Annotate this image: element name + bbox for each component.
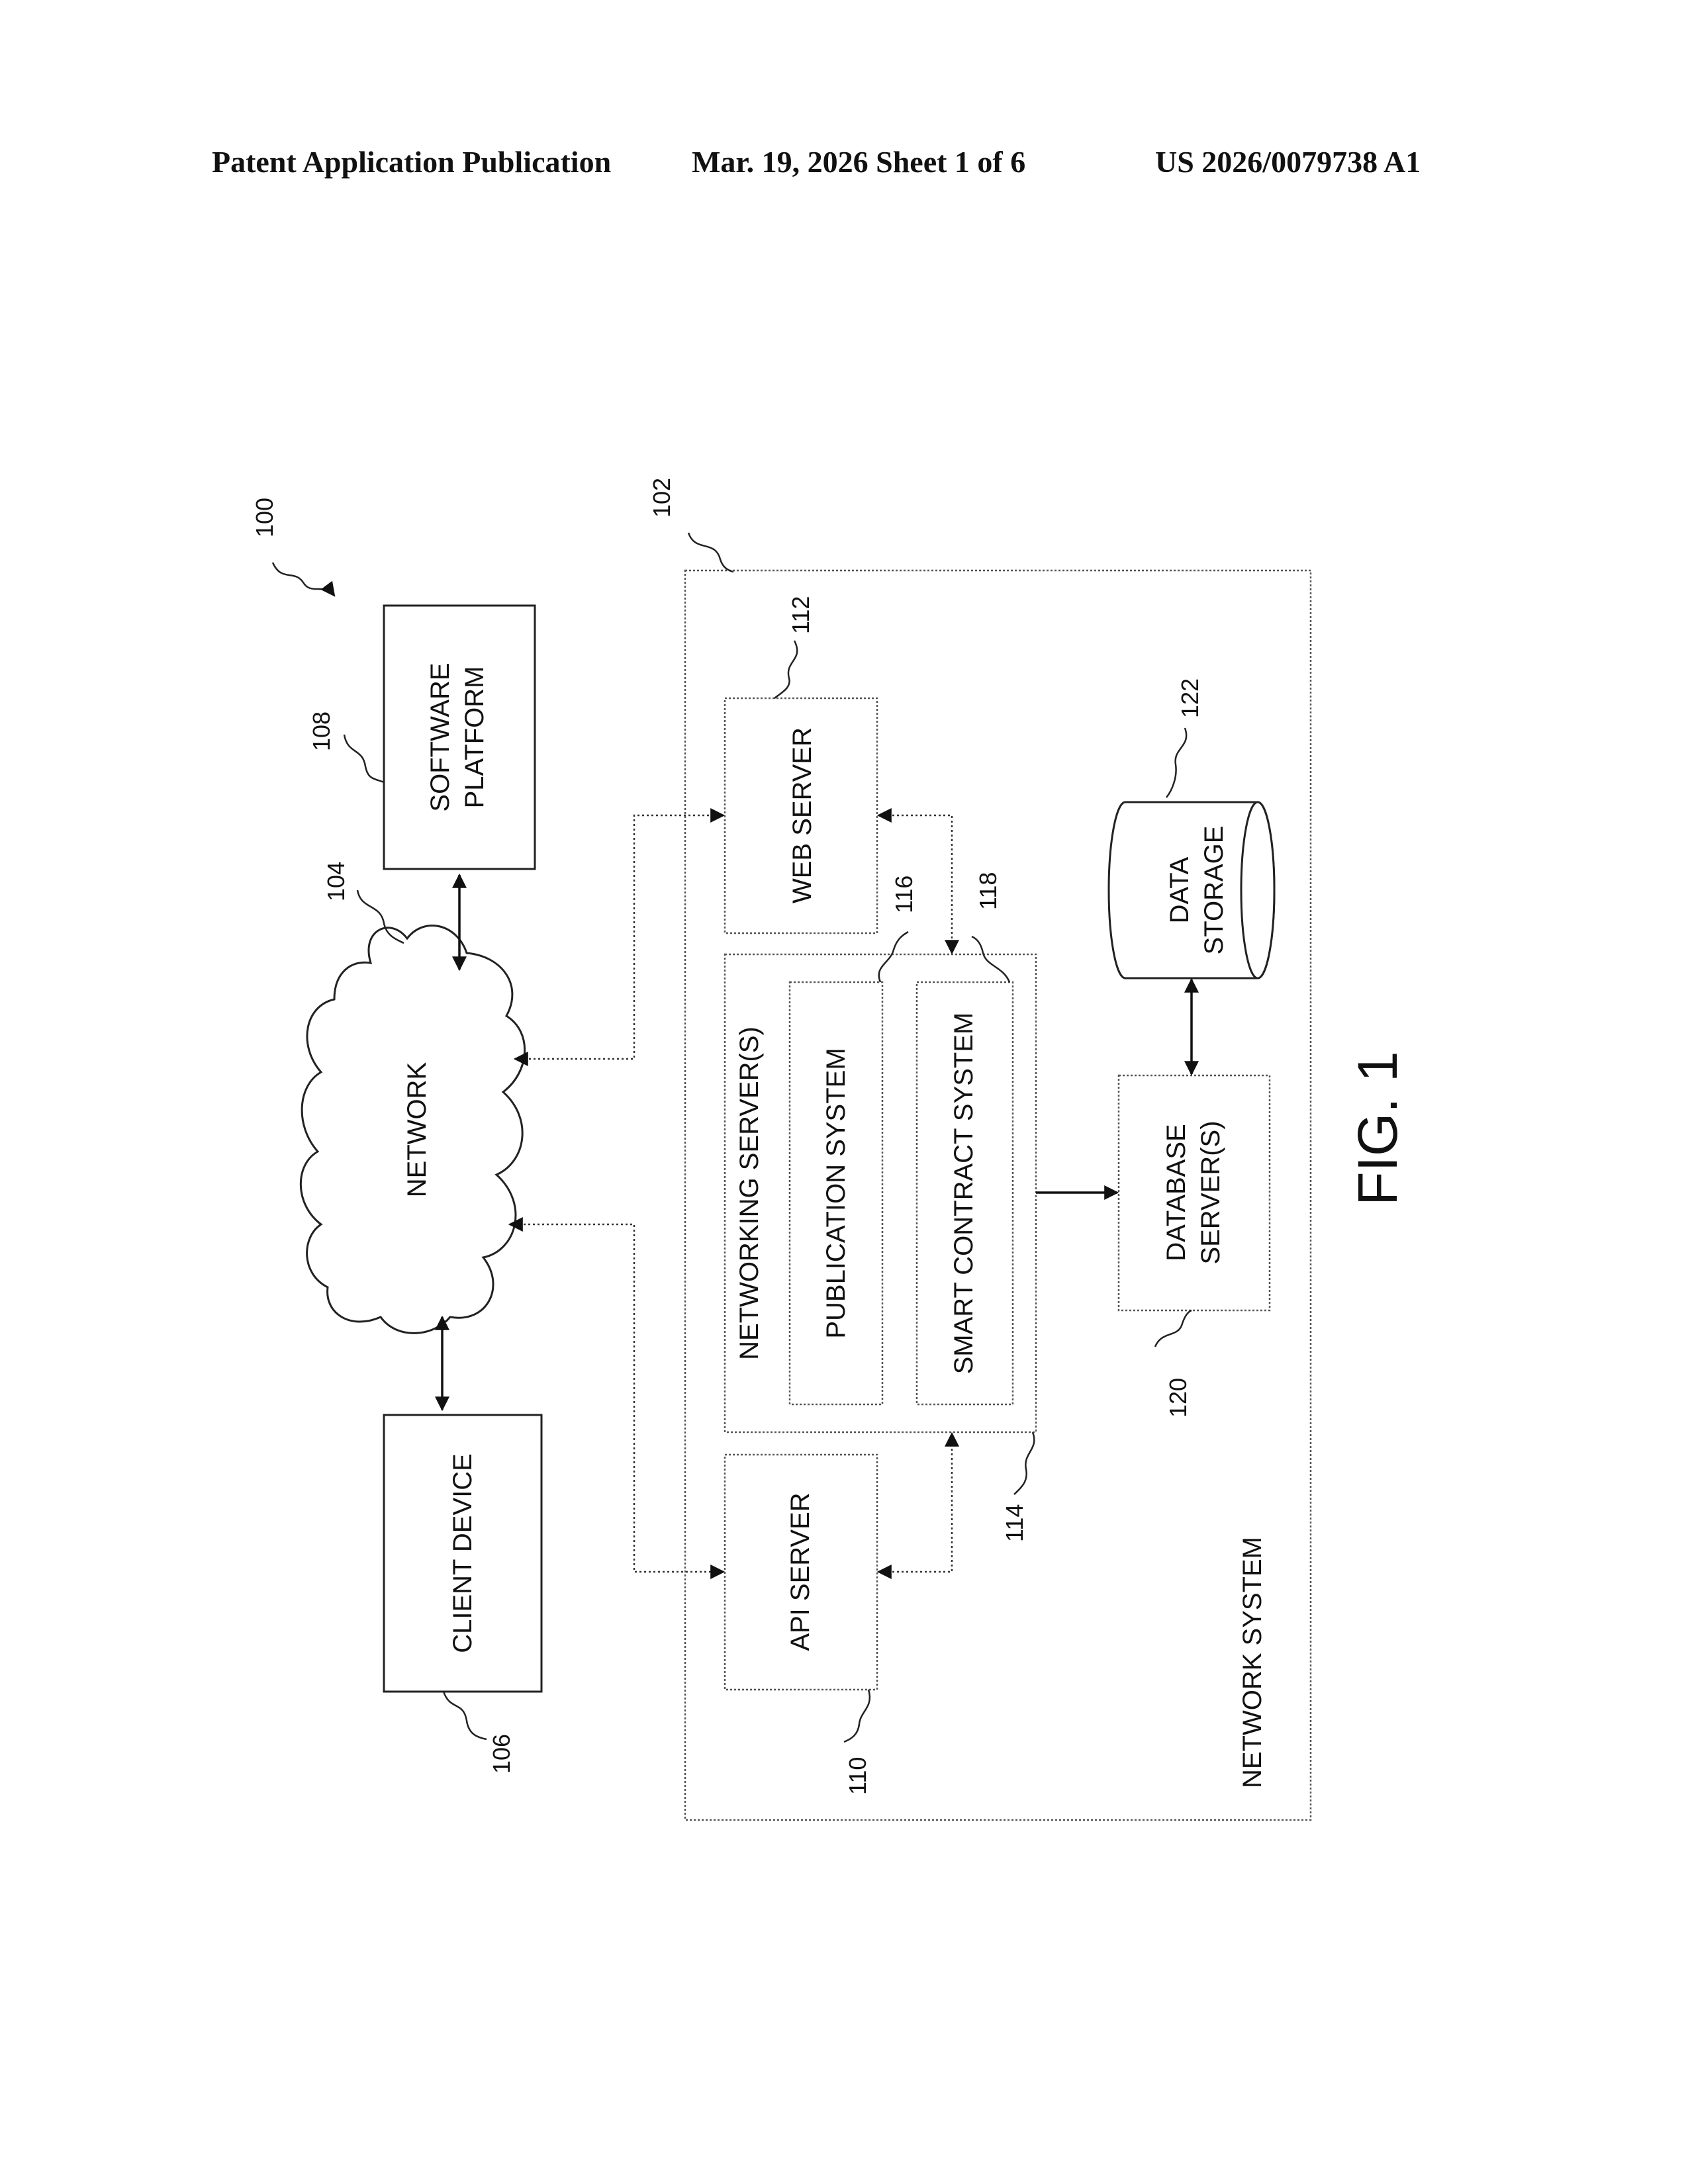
ref-100: 100 bbox=[251, 498, 278, 537]
ref-120: 120 bbox=[1164, 1378, 1192, 1418]
ref-102: 102 bbox=[648, 478, 675, 518]
ref-102-leader bbox=[688, 533, 733, 572]
software-platform-box bbox=[384, 606, 535, 869]
data-storage-label-line1: DATA bbox=[1165, 856, 1194, 923]
network-system-label: NETWORK SYSTEM bbox=[1238, 1537, 1267, 1788]
api-server-label: API SERVER bbox=[786, 1492, 815, 1651]
ref-104: 104 bbox=[322, 862, 350, 901]
networking-servers-label: NETWORKING SERVER(S) bbox=[735, 1026, 764, 1360]
ref-116: 116 bbox=[890, 876, 917, 913]
ref-120-leader bbox=[1155, 1310, 1192, 1347]
software-platform-label-line2: PLATFORM bbox=[460, 666, 489, 809]
ref-100-arrow bbox=[273, 563, 334, 596]
database-servers-label-line1: DATABASE bbox=[1162, 1124, 1191, 1261]
database-servers-label-line2: SERVER(S) bbox=[1196, 1120, 1225, 1264]
ref-106: 106 bbox=[488, 1734, 515, 1774]
network-web-server-connector bbox=[515, 815, 724, 1059]
ref-122: 122 bbox=[1176, 678, 1203, 718]
ref-108-leader bbox=[344, 735, 384, 782]
ref-110-leader bbox=[844, 1690, 870, 1742]
network-label: NETWORK bbox=[402, 1062, 432, 1197]
ref-110: 110 bbox=[844, 1757, 871, 1795]
figure-label: FIG. 1 bbox=[1346, 1051, 1409, 1205]
ref-122-leader bbox=[1166, 728, 1186, 797]
client-device-label: CLIENT DEVICE bbox=[448, 1453, 477, 1653]
software-platform-label-line1: SOFTWARE bbox=[426, 662, 455, 811]
api-server-networking-servers-connector bbox=[878, 1433, 952, 1572]
database-servers-box bbox=[1119, 1075, 1270, 1310]
ref-112: 112 bbox=[787, 596, 814, 634]
web-server-label: WEB SERVER bbox=[788, 727, 817, 903]
ref-108: 108 bbox=[308, 711, 335, 751]
ref-114: 114 bbox=[1001, 1504, 1028, 1542]
ref-114-leader bbox=[1014, 1432, 1034, 1494]
data-storage-label-line2: STORAGE bbox=[1199, 826, 1229, 955]
ref-106-leader bbox=[444, 1692, 487, 1739]
ref-112-leader bbox=[774, 641, 797, 698]
ref-118: 118 bbox=[974, 872, 1002, 910]
publication-system-label: PUBLICATION SYSTEM bbox=[821, 1048, 851, 1338]
smart-contract-system-label: SMART CONTRACT SYSTEM bbox=[949, 1013, 978, 1375]
